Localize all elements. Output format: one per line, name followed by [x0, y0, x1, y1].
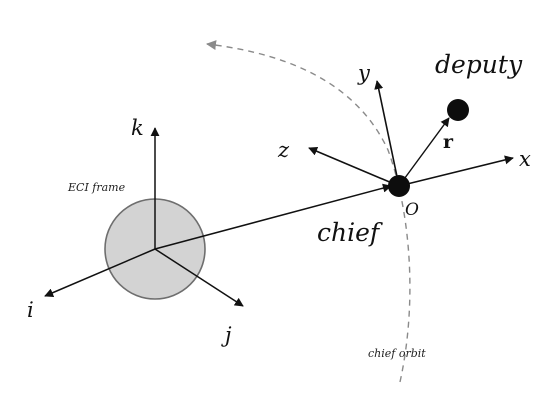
chief-position-vector	[154, 183, 392, 250]
j-axis-label: j	[221, 323, 232, 347]
x-axis-label: x	[519, 147, 531, 171]
relative-position-vector	[398, 117, 450, 187]
deputy-dot	[447, 99, 469, 121]
i-axis-label: i	[27, 298, 34, 322]
chief-orbit-label: chief orbit	[368, 347, 426, 360]
r-label: r	[443, 131, 454, 153]
y-axis-label: y	[357, 61, 371, 85]
chief-orbit-arc	[206, 40, 411, 383]
lvlh-y-axis	[374, 80, 400, 187]
origin-label: O	[405, 200, 419, 220]
eci-j-axis	[154, 248, 244, 307]
deputy-label: deputy	[435, 50, 523, 79]
chief-dot	[388, 175, 410, 197]
chief-label: chief	[317, 218, 383, 247]
eci-frame-label: ECI frame	[67, 181, 126, 194]
lvlh-x-axis	[398, 155, 514, 187]
eci-i-axis	[44, 248, 156, 297]
lvlh-z-axis	[308, 147, 400, 187]
k-axis-label: k	[131, 116, 144, 140]
z-axis-label: z	[277, 138, 290, 162]
